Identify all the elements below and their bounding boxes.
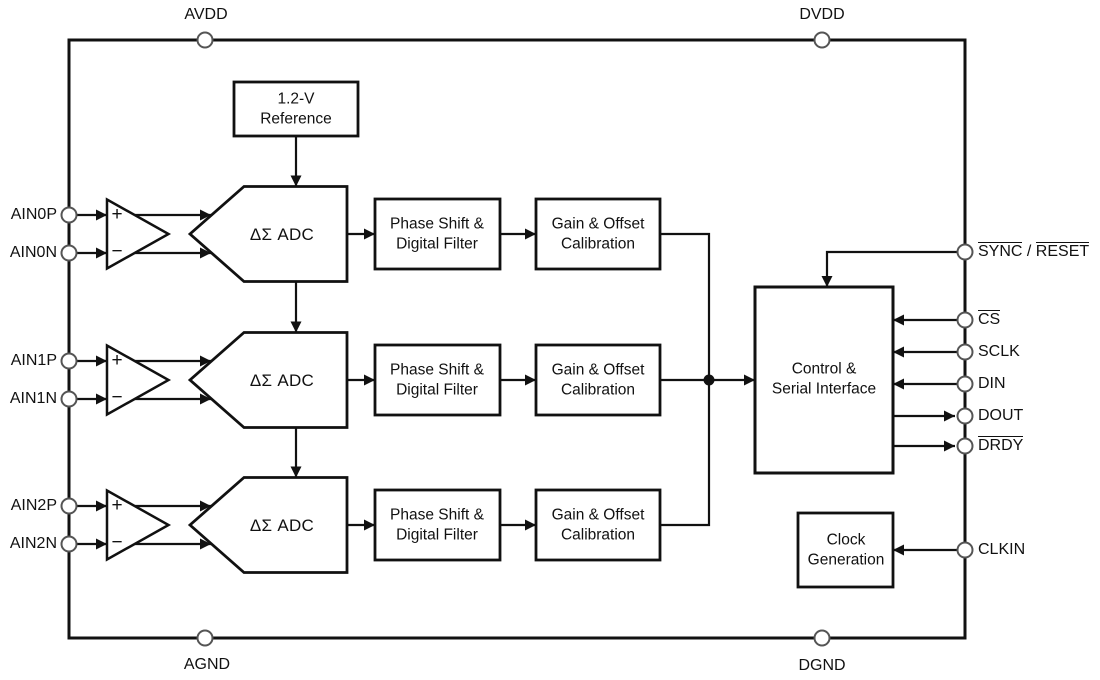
pin-label-dgnd: DGND bbox=[798, 657, 846, 674]
phase-filter2-label: Phase Shift & Digital Filter bbox=[390, 506, 484, 544]
reference-box-label: 1.2-V Reference bbox=[260, 90, 332, 128]
amp1-plus-sign: + bbox=[111, 350, 123, 371]
pin-label-agnd: AGND bbox=[183, 656, 231, 673]
pin-circle-agnd bbox=[196, 629, 214, 647]
pin-label-din: DIN bbox=[978, 375, 1006, 392]
adc-pentagon bbox=[187, 331, 349, 429]
pin-label-ain0p: AIN0P bbox=[10, 206, 57, 223]
bus-junction-dot bbox=[703, 374, 715, 386]
control-serial-box bbox=[753, 285, 895, 475]
channel-1-row bbox=[60, 331, 662, 429]
pin-circle-sclk bbox=[956, 343, 974, 361]
pin-label-cs: CS bbox=[978, 310, 1001, 328]
amp0-minus-sign: − bbox=[111, 241, 123, 262]
gain-cal1-label: Gain & Offset Calibration bbox=[551, 361, 645, 399]
pin-circle-clkin bbox=[956, 541, 974, 559]
pin-label-ain0n: AIN0N bbox=[9, 244, 57, 261]
amp2-plus-sign: + bbox=[111, 495, 123, 516]
pin-circle-drdy bbox=[956, 437, 974, 455]
sync-reset-wire bbox=[821, 250, 958, 287]
amplifier-triangle bbox=[105, 197, 172, 271]
pin-label-ain1p: AIN1P bbox=[10, 352, 57, 369]
pin-circle-ain0p bbox=[60, 206, 78, 224]
pin-label-drdy: DRDY bbox=[978, 436, 1024, 454]
gain-cal-box bbox=[534, 197, 662, 271]
amp1-minus-sign: − bbox=[111, 387, 123, 408]
cal0-bus-wire bbox=[660, 232, 711, 380]
gain-cal2-label: Gain & Offset Calibration bbox=[551, 506, 645, 544]
pin-label-dout: DOUT bbox=[978, 407, 1024, 424]
pin-circle-cs bbox=[956, 311, 974, 329]
pin-label-clkin: CLKIN bbox=[978, 541, 1026, 558]
pin-circle-ain2n bbox=[60, 535, 78, 553]
pin-circle-avdd bbox=[196, 31, 214, 49]
pin-label-sclk: SCLK bbox=[978, 343, 1020, 360]
channel-2-row bbox=[60, 476, 662, 574]
pin-circle-dout bbox=[956, 407, 974, 425]
amp0-plus-sign: + bbox=[111, 204, 123, 225]
pin-label-avdd: AVDD bbox=[184, 6, 228, 23]
chip-boundary bbox=[67, 38, 967, 640]
control-serial-label: Control & Serial Interface bbox=[771, 360, 877, 398]
pin-label-ain1n: AIN1N bbox=[9, 390, 57, 407]
pin-label-dvdd: DVDD bbox=[799, 6, 845, 23]
pin-label-ain2n: AIN2N bbox=[9, 535, 57, 552]
pin-circle-sync-reset bbox=[956, 243, 974, 261]
clock-generation-label: Clock Generation bbox=[807, 531, 885, 569]
amp2-minus-sign: − bbox=[111, 532, 123, 553]
adc0-label: ΔΣ ADC bbox=[249, 225, 315, 244]
pin-circle-ain0n bbox=[60, 244, 78, 262]
pin-label-sync-reset: SYNC / RESET bbox=[978, 242, 1090, 260]
phase-filter0-label: Phase Shift & Digital Filter bbox=[390, 215, 484, 253]
pin-circle-ain2p bbox=[60, 497, 78, 515]
adc1-label: ΔΣ ADC bbox=[249, 371, 315, 390]
amplifier-triangle bbox=[105, 488, 172, 562]
pin-label-ain2p: AIN2P bbox=[10, 497, 57, 514]
phase-filter-box bbox=[373, 343, 502, 417]
phase-filter1-label: Phase Shift & Digital Filter bbox=[390, 361, 484, 399]
gain-cal0-label: Gain & Offset Calibration bbox=[551, 215, 645, 253]
pin-circle-ain1p bbox=[60, 352, 78, 370]
pin-circle-din bbox=[956, 375, 974, 393]
adc-pentagon bbox=[187, 476, 349, 574]
gain-cal-box bbox=[534, 343, 662, 417]
cal2-bus-wire bbox=[660, 380, 711, 527]
pin-circle-ain1n bbox=[60, 390, 78, 408]
pin-circle-dgnd bbox=[813, 629, 831, 647]
amplifier-triangle bbox=[105, 343, 172, 417]
channel-0-row bbox=[60, 185, 662, 283]
adc-pentagon bbox=[187, 185, 349, 283]
adc2-label: ΔΣ ADC bbox=[249, 516, 315, 535]
pin-circle-dvdd bbox=[813, 31, 831, 49]
